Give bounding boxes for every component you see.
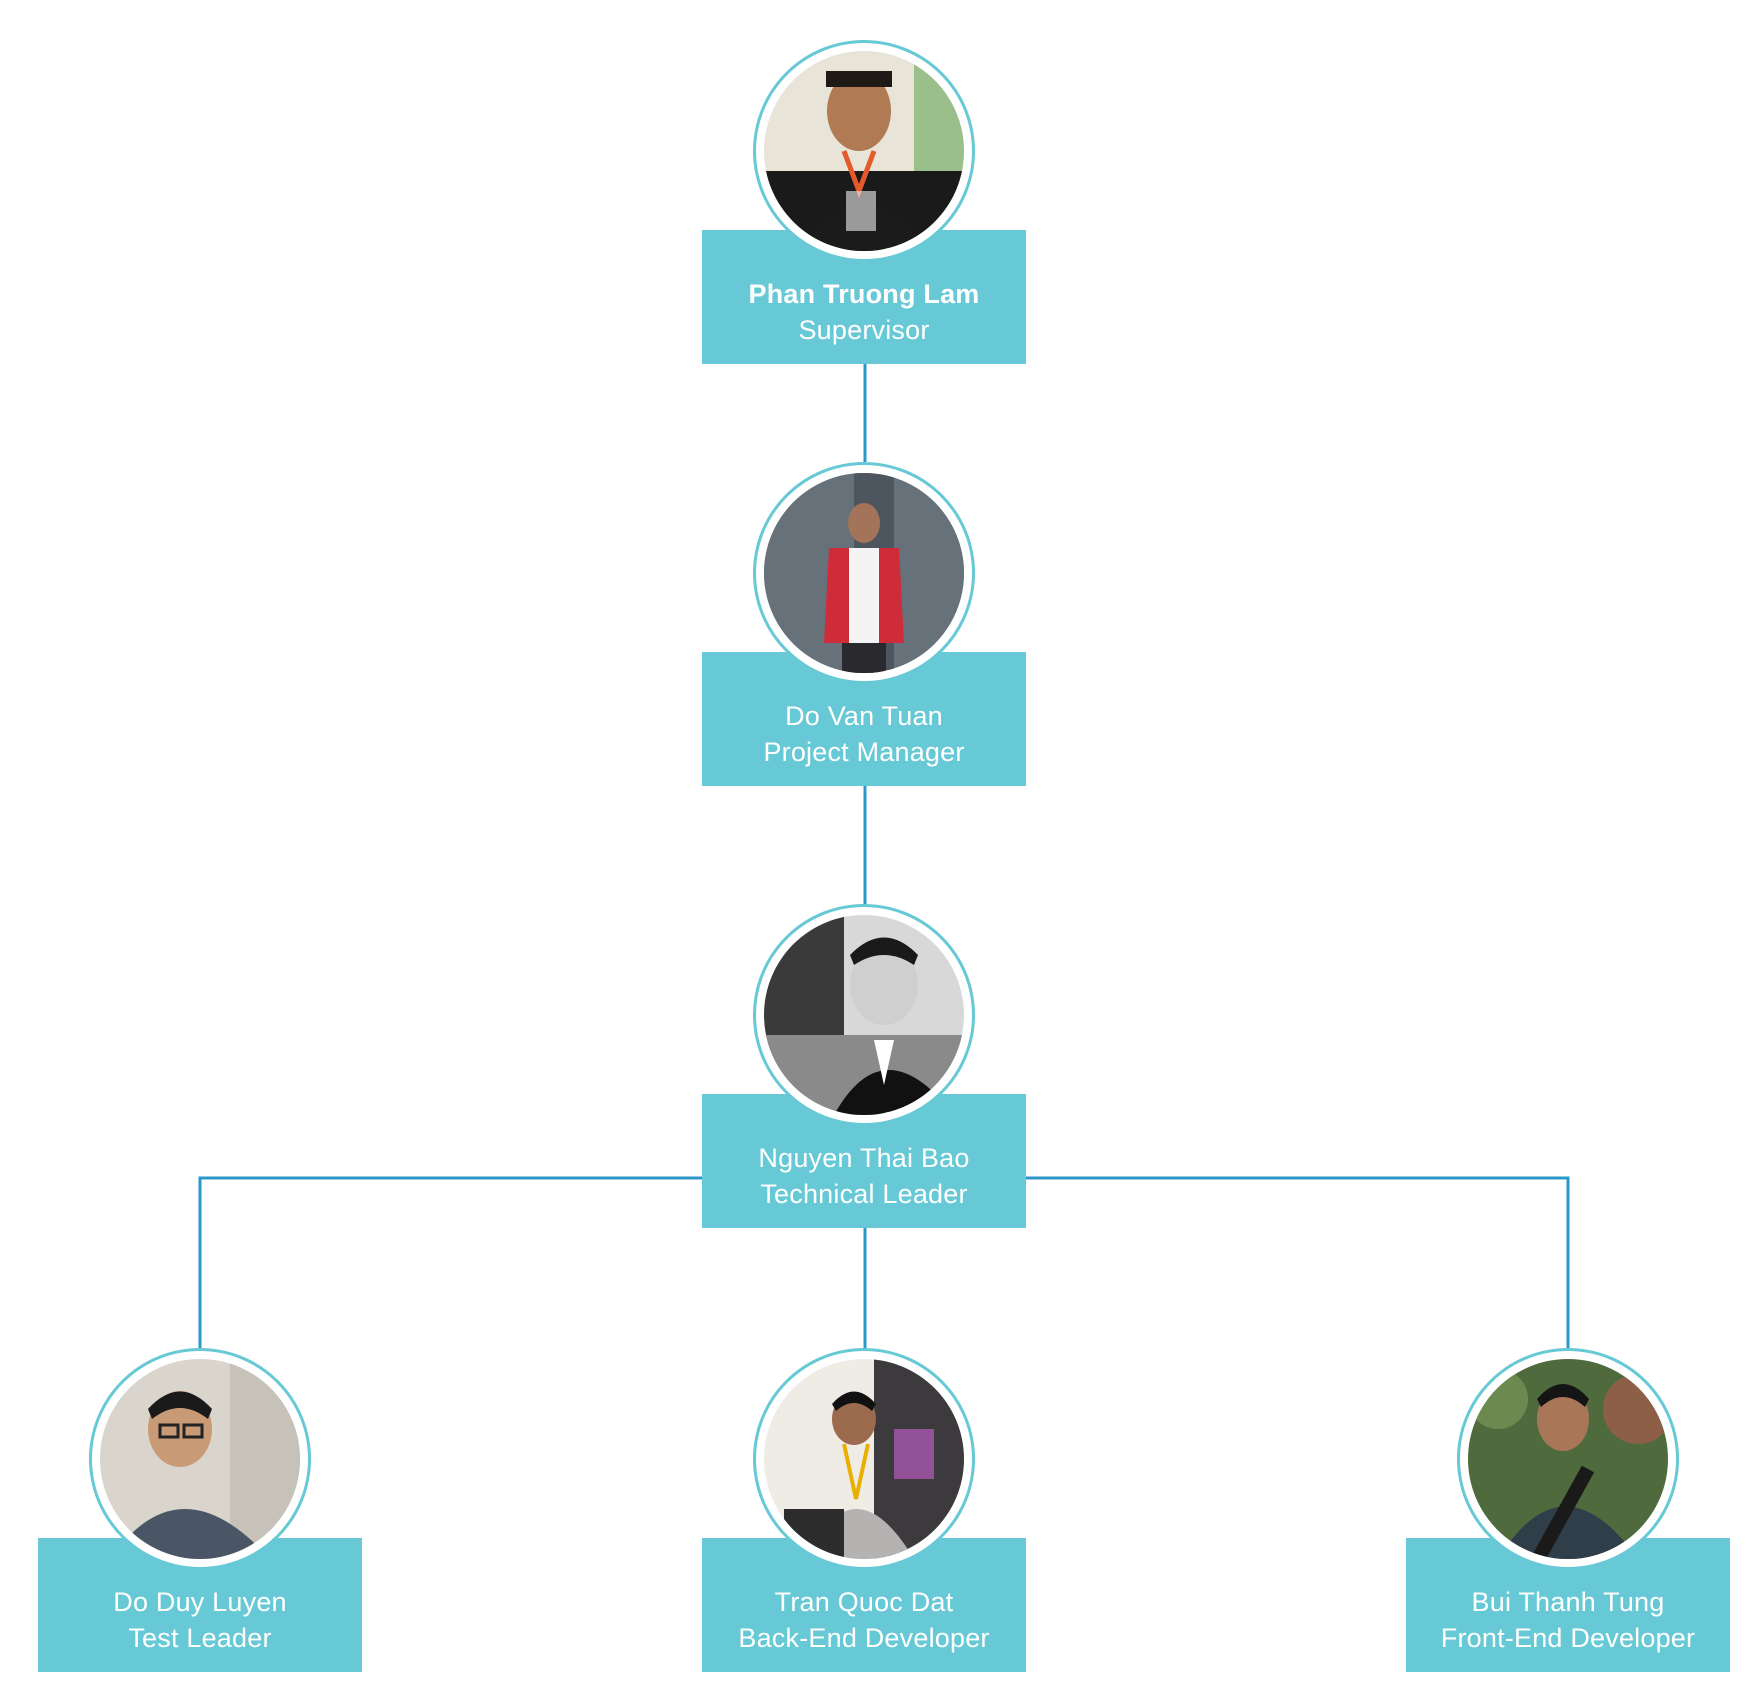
member-role: Test Leader (128, 1623, 272, 1653)
avatar (753, 40, 975, 262)
member-name: Nguyen Thai Bao (758, 1143, 970, 1173)
member-role: Technical Leader (760, 1179, 968, 1209)
member-role: Front-End Developer (1440, 1623, 1696, 1653)
org-node-project-manager: Do Van Tuan Project Manager (702, 462, 1026, 822)
member-name: Phan Truong Lam (748, 279, 980, 309)
member-name: Tran Quoc Dat (774, 1587, 954, 1617)
avatar (89, 1348, 311, 1570)
org-node-test-leader: Do Duy Luyen Test Leader (38, 1348, 362, 1708)
org-node-front-end-developer: Bui Thanh Tung Front-End Developer (1406, 1348, 1730, 1708)
member-name: Do Duy Luyen (113, 1587, 287, 1617)
person-photo-icon (764, 473, 964, 673)
avatar (753, 1348, 975, 1570)
org-node-back-end-developer: Tran Quoc Dat Back-End Developer (702, 1348, 1026, 1708)
member-role: Project Manager (763, 737, 965, 767)
person-photo-icon (1468, 1359, 1668, 1559)
member-role: Back-End Developer (738, 1623, 990, 1653)
member-card: Do Duy Luyen Test Leader (38, 1538, 362, 1672)
person-photo-icon (100, 1359, 300, 1559)
connector-techlead-testlead (198, 1176, 702, 1348)
person-photo-icon (764, 51, 964, 251)
connector-techlead-frontend (1026, 1176, 1570, 1348)
avatar (1457, 1348, 1679, 1570)
person-photo-icon (764, 915, 964, 1115)
member-name: Do Van Tuan (785, 701, 943, 731)
org-node-supervisor: Phan Truong Lam Supervisor (702, 40, 1026, 400)
avatar (753, 904, 975, 1126)
avatar (753, 462, 975, 684)
org-node-technical-leader: Nguyen Thai Bao Technical Leader (702, 904, 1026, 1264)
person-photo-icon (764, 1359, 964, 1559)
member-role: Supervisor (798, 315, 930, 345)
member-name: Bui Thanh Tung (1471, 1587, 1665, 1617)
